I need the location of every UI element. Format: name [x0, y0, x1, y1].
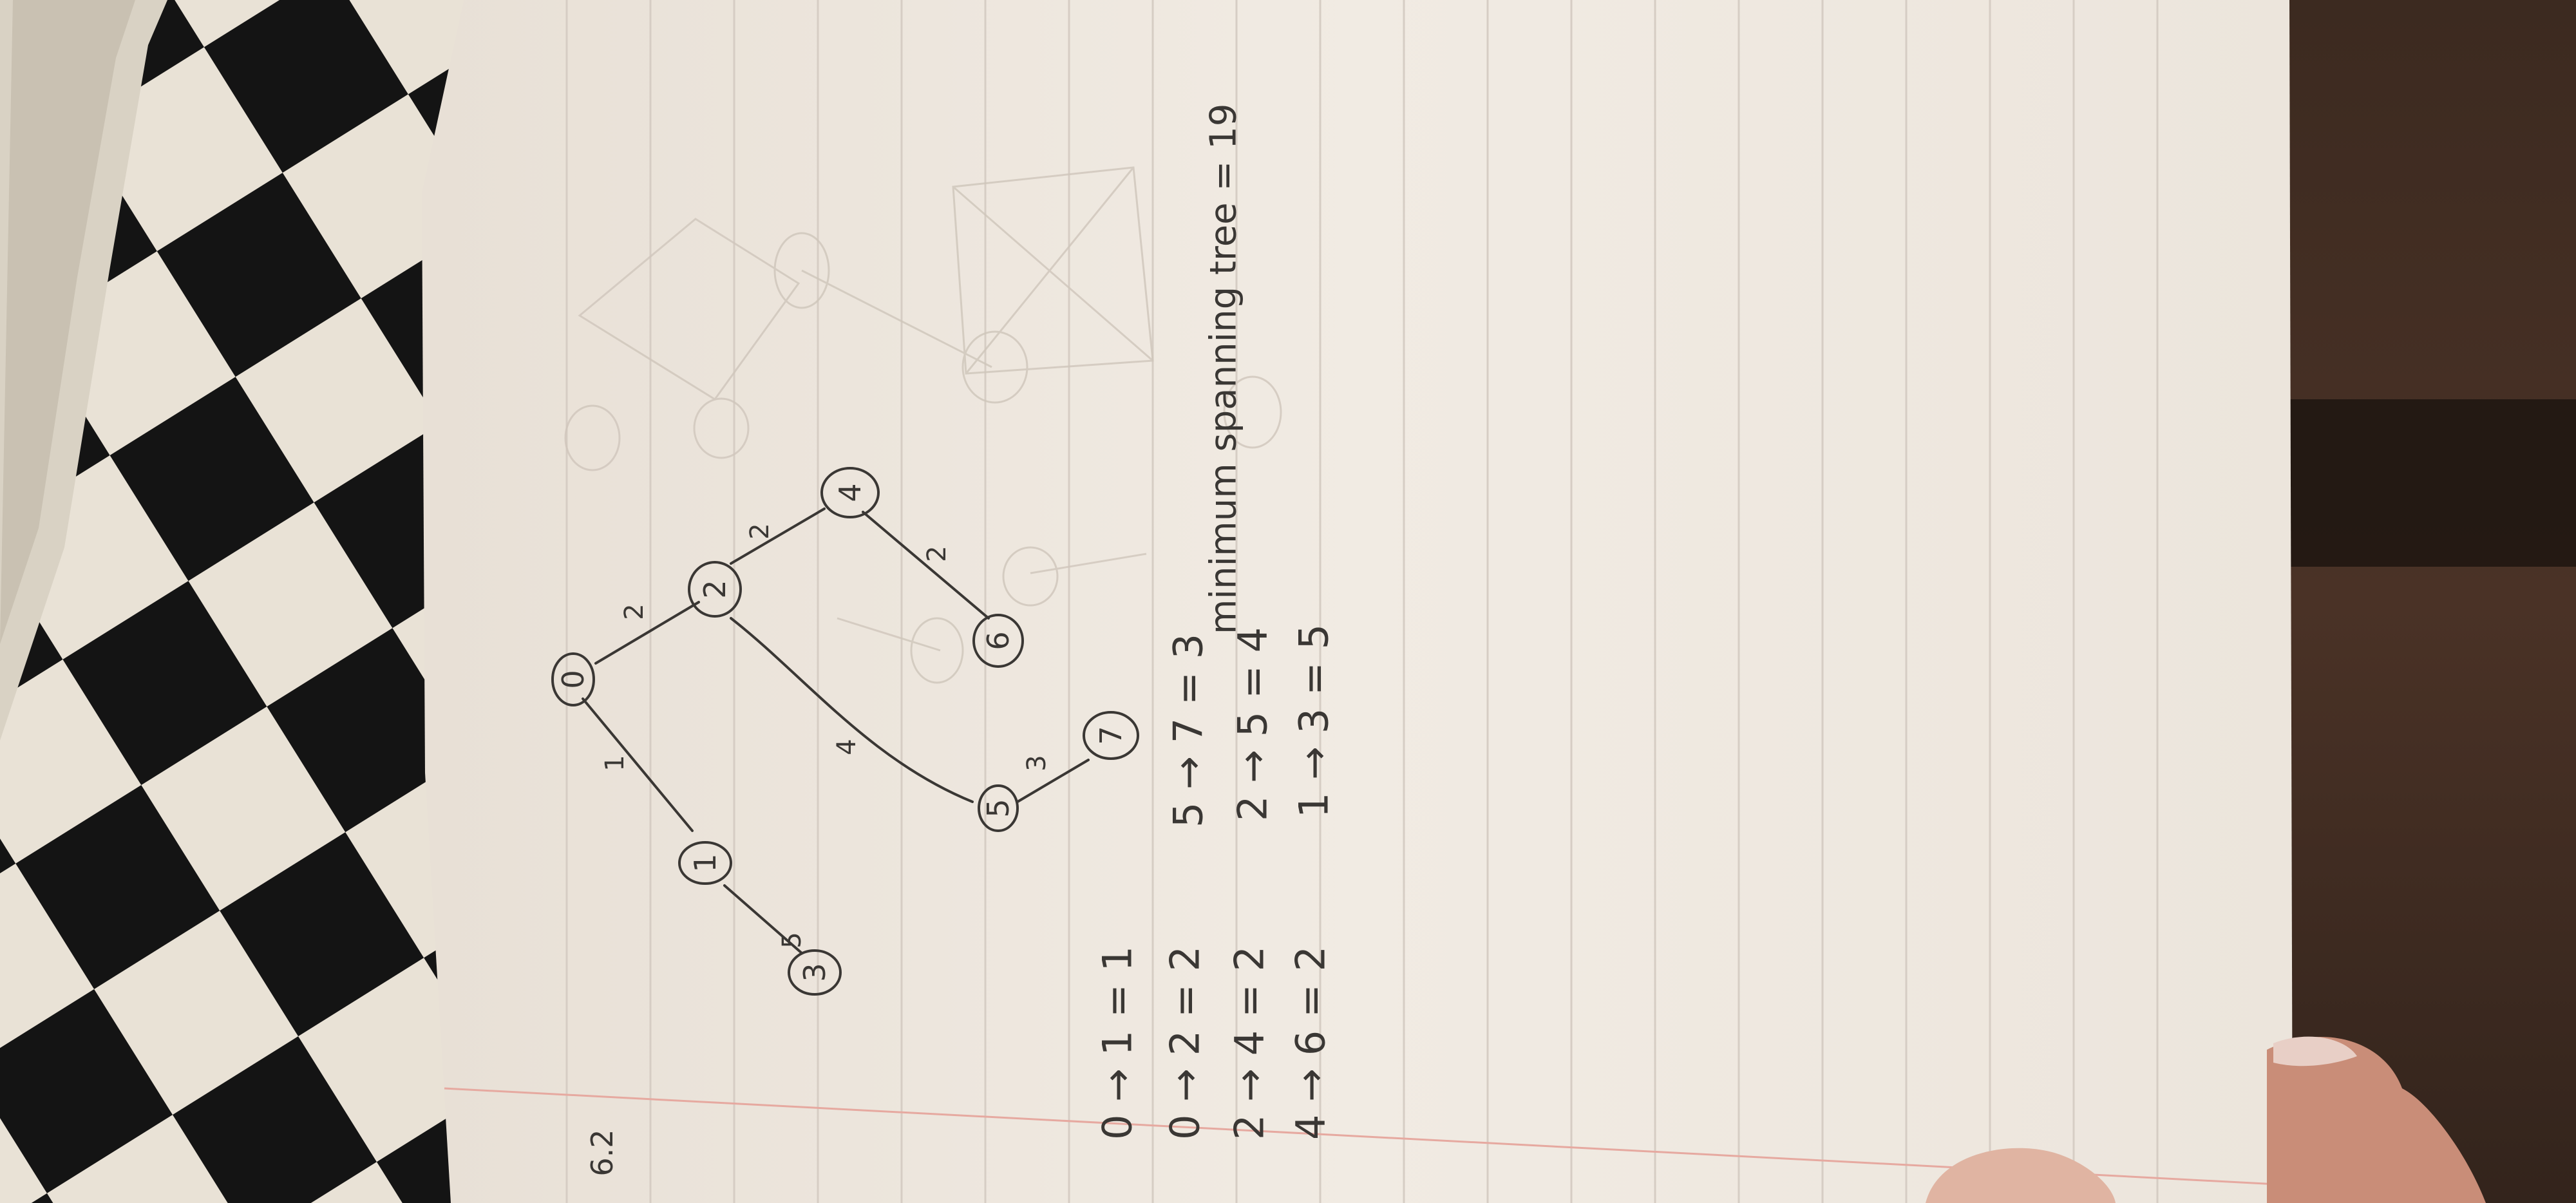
edge-1-3	[723, 884, 803, 954]
edge-line-3: 2 → 4 = 2	[1226, 946, 1273, 1140]
fingernail	[2273, 1036, 2357, 1066]
leg-shadow	[2280, 399, 2576, 567]
edge-line-1: 0 → 1 = 1	[1094, 946, 1141, 1140]
node-6-label: 6	[981, 631, 1016, 650]
fingers	[2267, 1037, 2486, 1203]
graph-nodes	[551, 467, 1139, 996]
node-4-circle	[820, 467, 880, 518]
mst-summary: minimum spanning tree = 19	[1203, 104, 1245, 634]
problem-label: 6.2	[585, 1129, 620, 1176]
node-1-label: 1	[688, 853, 723, 872]
page-bleed-through	[564, 166, 1282, 684]
weight-2-5: 4	[832, 739, 862, 755]
weight-5-7: 3	[1022, 755, 1052, 771]
edge-line-4: 4 → 6 = 2	[1287, 946, 1334, 1140]
graph-edges	[582, 507, 1090, 954]
notebook-page	[422, 0, 2293, 1203]
edge-5-7	[1016, 759, 1090, 803]
weight-1-3: 5	[777, 932, 807, 948]
weight-4-6: 2	[922, 545, 952, 562]
weight-0-2: 2	[620, 603, 649, 620]
edge-2-4	[730, 507, 826, 565]
node-5-circle	[978, 784, 1019, 832]
edge-line-5: 5 → 7 = 3	[1165, 634, 1212, 828]
weight-0-1: 1	[600, 755, 630, 771]
node-3-label: 3	[797, 963, 832, 981]
node-7-circle	[1083, 711, 1139, 760]
edge-0-1	[582, 697, 694, 832]
leg-background	[2254, 0, 2576, 1203]
node-0-circle	[551, 652, 595, 706]
node-3-circle	[788, 949, 842, 996]
tray-edge-inner	[0, 0, 135, 644]
edge-4-6	[862, 511, 990, 620]
weight-2-4: 2	[745, 523, 775, 539]
node-6-circle	[972, 614, 1024, 668]
node-2-label: 2	[697, 580, 732, 598]
ruled-lines	[565, 0, 2159, 1203]
node-5-label: 5	[981, 799, 1016, 817]
edge-0-2	[594, 601, 700, 665]
edge-line-7: 1 → 3 = 5	[1291, 624, 1338, 818]
node-7-label: 7	[1094, 726, 1128, 744]
node-4-label: 4	[833, 483, 867, 502]
node-1-circle	[678, 841, 732, 885]
node-2-circle	[688, 561, 742, 618]
thumb	[1926, 1148, 2116, 1203]
node-0-label: 0	[556, 670, 591, 688]
edge-line-2: 0 → 2 = 2	[1162, 946, 1209, 1140]
edge-2-5	[730, 617, 974, 803]
edge-line-6: 2 → 5 = 4	[1229, 627, 1276, 821]
